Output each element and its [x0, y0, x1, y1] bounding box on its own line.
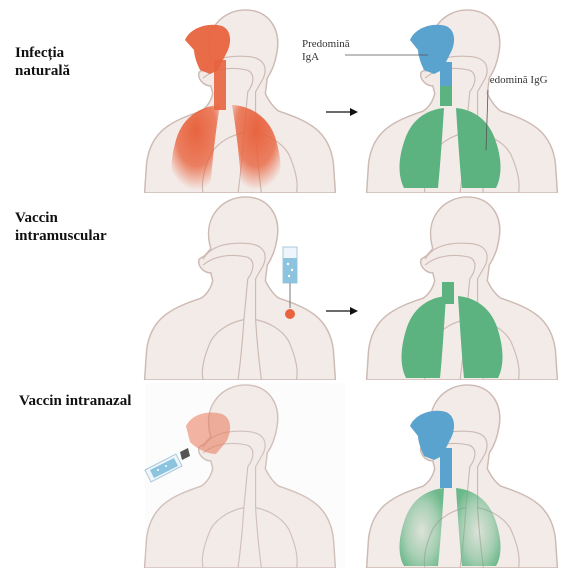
figure-natural-infection-before [145, 10, 336, 193]
figure-intranasal-before [145, 383, 345, 568]
arrow-right-icon [326, 307, 358, 315]
figure-intranasal-after [367, 385, 558, 568]
arrow-right-icon [326, 108, 358, 116]
figure-intramuscular-before [145, 197, 336, 380]
figure-natural-infection-after [367, 10, 558, 193]
figure-intramuscular-after [367, 197, 558, 380]
